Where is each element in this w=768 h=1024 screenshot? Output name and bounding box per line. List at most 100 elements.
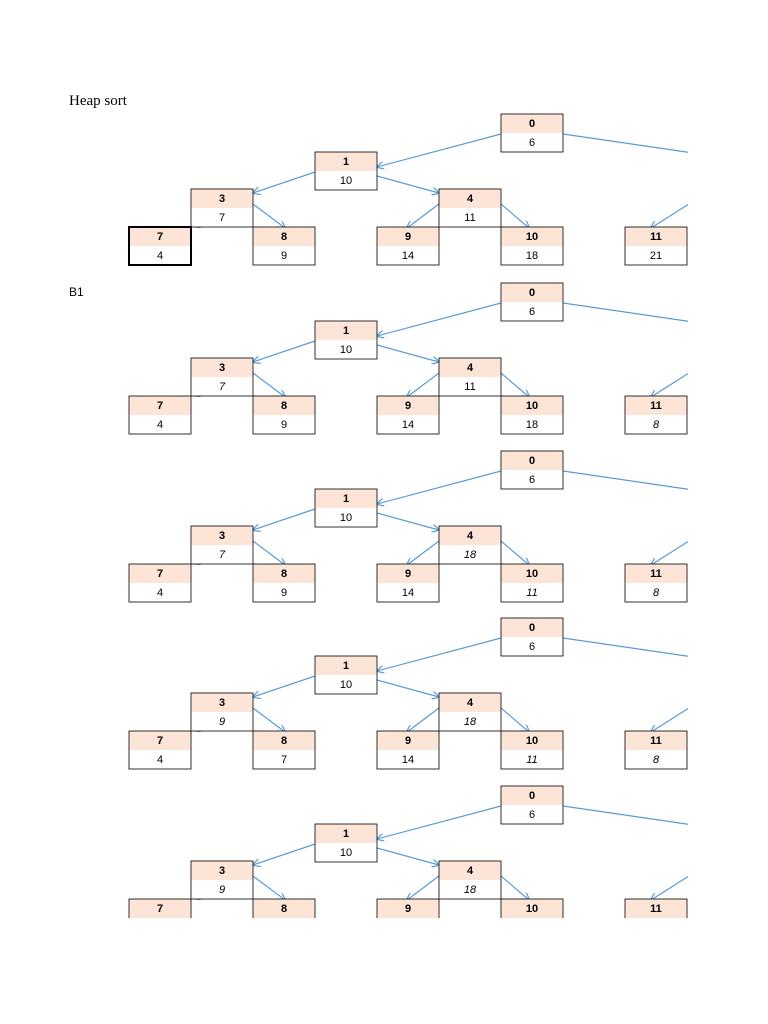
node-border xyxy=(500,785,564,825)
edge-1-4 xyxy=(376,512,439,530)
page-title: Heap sort xyxy=(69,93,127,109)
node-value-label: 6 xyxy=(529,137,535,149)
heap-node-11: 11 xyxy=(624,898,688,918)
node-index-cell xyxy=(501,283,563,302)
node-value-cell xyxy=(439,880,501,899)
node-index-cell xyxy=(377,564,439,583)
node-value-label: 6 xyxy=(529,809,535,821)
node-value-cell xyxy=(501,133,563,152)
node-index-label: 7 xyxy=(157,231,163,243)
node-value-label: 4 xyxy=(157,419,163,431)
edge-1-3 xyxy=(253,508,316,530)
edge-1-4 xyxy=(376,847,439,865)
node-index-cell xyxy=(191,189,253,208)
node-index-label: 4 xyxy=(467,362,474,374)
node-value-label: 18 xyxy=(464,549,477,561)
node-value-label: 10 xyxy=(340,512,352,524)
heap-node-0: 06 xyxy=(500,450,564,490)
edge-1-3 xyxy=(253,675,316,697)
node-value-label: 11 xyxy=(464,212,475,224)
heap-node-1: 110 xyxy=(314,823,378,863)
node-value-label: 4 xyxy=(157,754,163,766)
node-value-label: 4 xyxy=(157,587,163,599)
node-border xyxy=(500,450,564,490)
node-index-cell xyxy=(253,899,315,918)
node-value-label: 6 xyxy=(529,306,535,318)
node-value-label: 11 xyxy=(526,754,537,766)
node-index-label: 4 xyxy=(467,697,474,709)
heap-node-9: 914 xyxy=(376,226,440,266)
edge-4-9 xyxy=(407,707,440,732)
edge-4-9 xyxy=(407,875,440,900)
node-border xyxy=(624,898,688,918)
heap-diagram-canvas: 0611037411748991410181121061103741174899… xyxy=(128,113,688,918)
node-value-cell xyxy=(253,583,315,602)
edge-0-1 xyxy=(377,637,502,671)
heap-node-0: 06 xyxy=(500,282,564,322)
heap-node-7: 74 xyxy=(128,730,192,770)
edge-0-2 xyxy=(562,637,688,657)
node-index-label: 8 xyxy=(281,231,287,243)
node-value-cell xyxy=(191,880,253,899)
heap-node-4: 418 xyxy=(438,860,502,900)
node-value-label: 8 xyxy=(653,587,660,599)
heap-node-0: 06 xyxy=(500,617,564,657)
node-index-label: 0 xyxy=(529,118,535,130)
node-value-cell xyxy=(315,340,377,359)
node-border xyxy=(438,860,502,900)
node-value-label: 7 xyxy=(219,381,226,393)
node-index-label: 11 xyxy=(650,231,662,243)
node-border xyxy=(252,563,316,603)
node-index-cell xyxy=(377,396,439,415)
edge-4-10 xyxy=(500,540,529,565)
node-value-cell xyxy=(501,415,563,434)
node-value-cell xyxy=(315,508,377,527)
node-index-cell xyxy=(129,564,191,583)
heap-node-1: 110 xyxy=(314,488,378,528)
node-index-label: 3 xyxy=(219,530,225,542)
node-index-label: 10 xyxy=(526,568,538,580)
node-value-cell xyxy=(439,712,501,731)
node-border xyxy=(438,525,502,565)
node-value-label: 9 xyxy=(281,250,287,262)
node-index-label: 11 xyxy=(650,903,662,915)
node-index-cell xyxy=(377,899,439,918)
node-index-cell xyxy=(377,227,439,246)
edge-1-4 xyxy=(376,344,439,362)
node-value-cell xyxy=(501,750,563,769)
node-value-label: 7 xyxy=(219,212,225,224)
node-value-label: 7 xyxy=(281,754,287,766)
node-value-label: 8 xyxy=(653,419,660,431)
node-value-label: 18 xyxy=(526,250,538,262)
node-value-cell xyxy=(625,246,687,265)
heap-edges xyxy=(193,805,688,900)
node-value-cell xyxy=(501,583,563,602)
node-index-cell xyxy=(315,824,377,843)
node-value-cell xyxy=(377,583,439,602)
node-border xyxy=(624,730,688,770)
node-border xyxy=(314,151,378,191)
node-border xyxy=(624,226,688,266)
heap-node-11: 118 xyxy=(624,730,688,770)
edge-4-10 xyxy=(500,203,529,228)
heap-node-7: 7 xyxy=(128,898,192,918)
node-border xyxy=(500,226,564,266)
edge-4-10 xyxy=(500,707,529,732)
node-index-cell xyxy=(501,227,563,246)
heap-node-8: 89 xyxy=(252,226,316,266)
edge-4-10 xyxy=(500,875,529,900)
node-index-cell xyxy=(501,451,563,470)
edge-1-3 xyxy=(253,340,316,362)
node-index-cell xyxy=(501,786,563,805)
node-value-label: 9 xyxy=(281,419,287,431)
node-border xyxy=(128,395,192,435)
edge-5-11 xyxy=(651,875,688,900)
node-value-cell xyxy=(253,415,315,434)
node-value-cell xyxy=(129,415,191,434)
node-border xyxy=(376,898,440,918)
node-index-cell xyxy=(191,693,253,712)
edge-3-8 xyxy=(252,707,285,732)
